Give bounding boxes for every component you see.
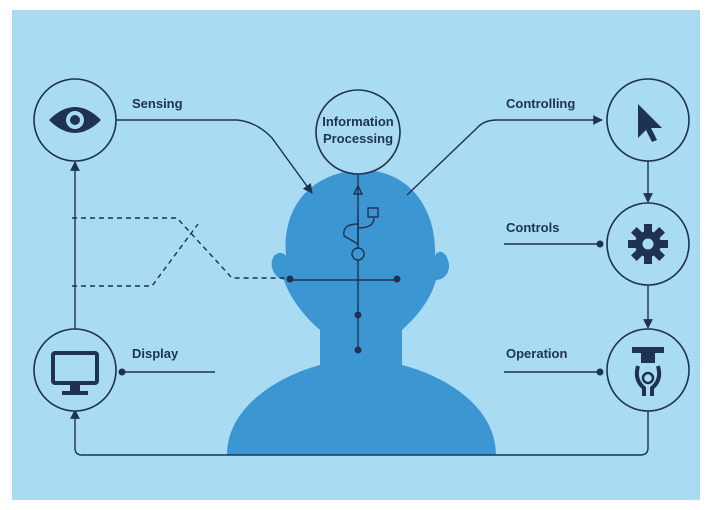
controlling-connector xyxy=(406,115,603,196)
sensing-label: Sensing xyxy=(132,96,183,111)
display-label: Display xyxy=(132,346,179,361)
dashed-path-lower xyxy=(72,223,199,287)
controls-label: Controls xyxy=(506,220,560,235)
info-processing-label-line1: Information xyxy=(322,114,394,129)
robotic-gripper-icon xyxy=(632,347,664,396)
connector-lines xyxy=(70,115,653,456)
bottom-loop-connector xyxy=(70,409,649,456)
eye-icon xyxy=(49,107,101,133)
controlling-label: Controlling xyxy=(506,96,576,111)
display-node xyxy=(33,328,117,412)
monitor-icon xyxy=(51,351,99,395)
diagram-svg xyxy=(33,78,690,456)
junction-dots xyxy=(118,240,604,376)
info-processing-label-line2: Processing xyxy=(322,131,394,146)
brain-node xyxy=(351,247,365,261)
operation-node xyxy=(606,328,690,412)
sensing-connector xyxy=(116,119,313,194)
gear-icon xyxy=(628,224,668,264)
diagram-canvas: Sensing Information Processing Controlli… xyxy=(12,10,700,500)
head-silhouette xyxy=(227,169,496,455)
dashed-path-upper xyxy=(72,217,290,279)
operation-label: Operation xyxy=(506,346,568,361)
cursor-icon xyxy=(638,104,662,142)
info-processing-node xyxy=(315,89,401,175)
